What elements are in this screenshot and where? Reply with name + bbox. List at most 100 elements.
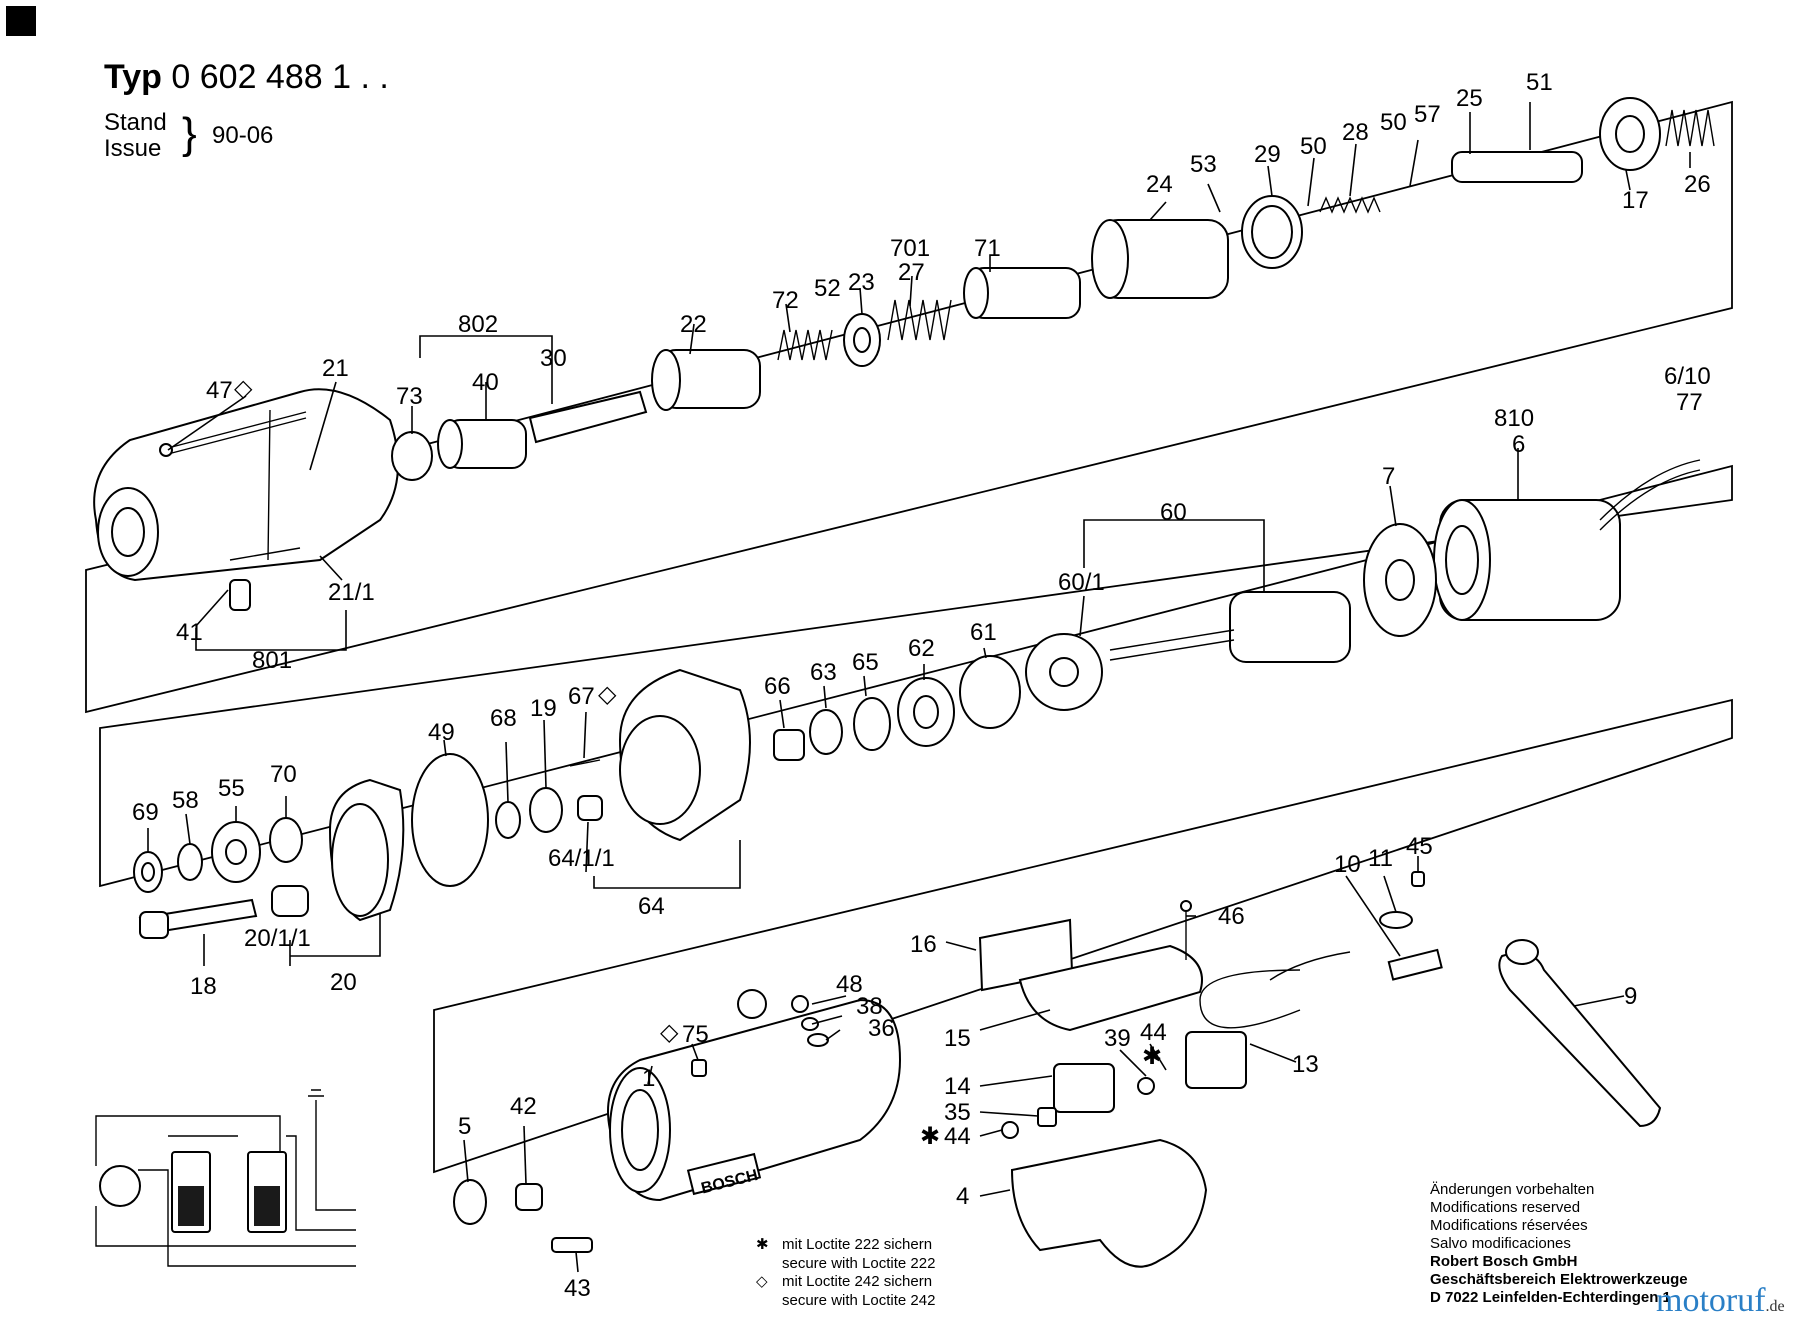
label-69: 69: [132, 799, 159, 826]
label-20: 20: [330, 969, 357, 996]
part-58-circlip: [177, 843, 203, 881]
watermark-text: motoruf: [1656, 1282, 1766, 1319]
part-24-housing: [1091, 219, 1229, 299]
part-61-bearing-cap: [959, 655, 1021, 729]
label-5: 5: [458, 1113, 471, 1140]
label-41: 41: [176, 619, 203, 646]
label-52: 52: [814, 275, 841, 302]
legend-diamond-symbol: ◇: [756, 1273, 768, 1290]
label-28: 28: [1342, 119, 1369, 146]
label-15: 15: [944, 1025, 971, 1052]
note-de: Änderungen vorbehalten: [1430, 1181, 1595, 1198]
label-68: 68: [490, 705, 517, 732]
part-10-cable: [1199, 948, 1443, 1029]
part-11-45-clip: [1379, 871, 1425, 929]
part-19-gear: [529, 787, 563, 833]
label-21: 21: [322, 355, 349, 382]
typ-number: 0 602 488 1 . .: [171, 58, 389, 96]
label-44a-star: ✱: [1142, 1043, 1162, 1070]
part-55-bearing: [211, 821, 261, 883]
label-55: 55: [218, 775, 245, 802]
note-es: Salvo modificaciones: [1430, 1235, 1571, 1252]
label-58: 58: [172, 787, 199, 814]
label-7: 7: [1382, 463, 1395, 490]
part-17-gear: [1599, 97, 1661, 171]
label-73: 73: [396, 383, 423, 410]
issue-label: Issue: [104, 135, 162, 162]
part-44-screw-lower: [1001, 1121, 1019, 1139]
note-fr: Modifications réservées: [1430, 1217, 1588, 1234]
note-address: D 7022 Leinfelden-Echterdingen 1: [1430, 1289, 1671, 1306]
modification-notes: Änderungen vorbehalten Modifications res…: [1430, 1181, 1688, 1307]
part-66-bushing: [773, 729, 805, 761]
label-11: 11: [1368, 845, 1393, 872]
label-70: 70: [270, 761, 297, 788]
part-22-sleeve: [651, 349, 761, 411]
label-66: 66: [764, 673, 791, 700]
stand-label: Stand: [104, 109, 167, 136]
label-19: 19: [530, 695, 557, 722]
part-21-housing-front: [93, 388, 399, 582]
label-50a: 50: [1300, 133, 1327, 160]
watermark-suffix: .de: [1765, 1298, 1785, 1315]
label-61: 61: [970, 619, 997, 646]
label-1: 1: [642, 1065, 655, 1092]
corner-mark: [6, 6, 36, 36]
part-35-clamp: [1037, 1107, 1057, 1127]
part-41-bolt: [229, 579, 251, 611]
label-36: 36: [868, 1015, 895, 1042]
label-75-diamond: ◇: [660, 1019, 679, 1046]
label-67-diamond: ◇: [598, 681, 617, 708]
label-77: 77: [1676, 389, 1703, 416]
label-64-1-1: 64/1/1: [548, 845, 615, 872]
label-10: 10: [1334, 851, 1361, 878]
label-43: 43: [564, 1275, 591, 1302]
label-35: 35: [944, 1099, 971, 1126]
part-29-ring: [1241, 195, 1303, 269]
label-46: 46: [1218, 903, 1245, 930]
label-802: 802: [458, 311, 498, 338]
label-67: 67: [568, 683, 595, 710]
part-40-coupling: [437, 419, 527, 469]
label-14: 14: [944, 1073, 971, 1100]
label-30: 30: [540, 345, 567, 372]
part-26-spring: [1665, 109, 1715, 147]
part-75-plug: [691, 1059, 707, 1077]
label-6-10: 6/10: [1664, 363, 1711, 390]
part-23-washer: [843, 313, 881, 367]
note-division: Geschäftsbereich Elektrowerkzeuge: [1430, 1271, 1688, 1288]
part-42-bushing: [515, 1183, 543, 1211]
part-69-washer: [133, 851, 163, 893]
label-18: 18: [190, 973, 217, 1000]
part-68-washer: [495, 801, 521, 839]
label-60-1: 60/1: [1058, 569, 1105, 596]
part-62-bearing: [897, 677, 955, 747]
legend-loctite242-de: mit Loctite 242 sichern: [782, 1273, 933, 1290]
watermark: motoruf.de: [1656, 1282, 1785, 1320]
frame-lower: [433, 698, 1733, 1174]
label-25: 25: [1456, 85, 1483, 112]
loctite-legend: ✱mit Loctite 222 sichern secure with Loc…: [756, 1236, 935, 1310]
label-9: 9: [1624, 983, 1637, 1010]
brace-glyph: }: [182, 109, 197, 158]
label-4: 4: [956, 1183, 969, 1210]
label-47-diamond: ◇: [234, 375, 253, 402]
label-20-1-1: 20/1/1: [244, 925, 311, 952]
part-1-motor-housing: [607, 998, 902, 1202]
part-39-screw: [1137, 1077, 1155, 1095]
label-38: 38: [856, 993, 883, 1020]
label-62: 62: [908, 635, 935, 662]
label-42: 42: [510, 1093, 537, 1120]
part-70-circlip: [269, 817, 303, 863]
part-67-screw: [569, 759, 601, 767]
part-64-gear-housing: [618, 668, 751, 842]
label-13: 13: [1292, 1051, 1319, 1078]
label-44b: 44: [944, 1123, 971, 1150]
label-48: 48: [836, 971, 863, 998]
part-63-washer: [809, 709, 843, 755]
part-65-washer: [853, 697, 891, 751]
part-27-spring: [887, 299, 952, 341]
part-14-switch: [1053, 1063, 1115, 1113]
label-44a: 44: [1140, 1019, 1167, 1046]
